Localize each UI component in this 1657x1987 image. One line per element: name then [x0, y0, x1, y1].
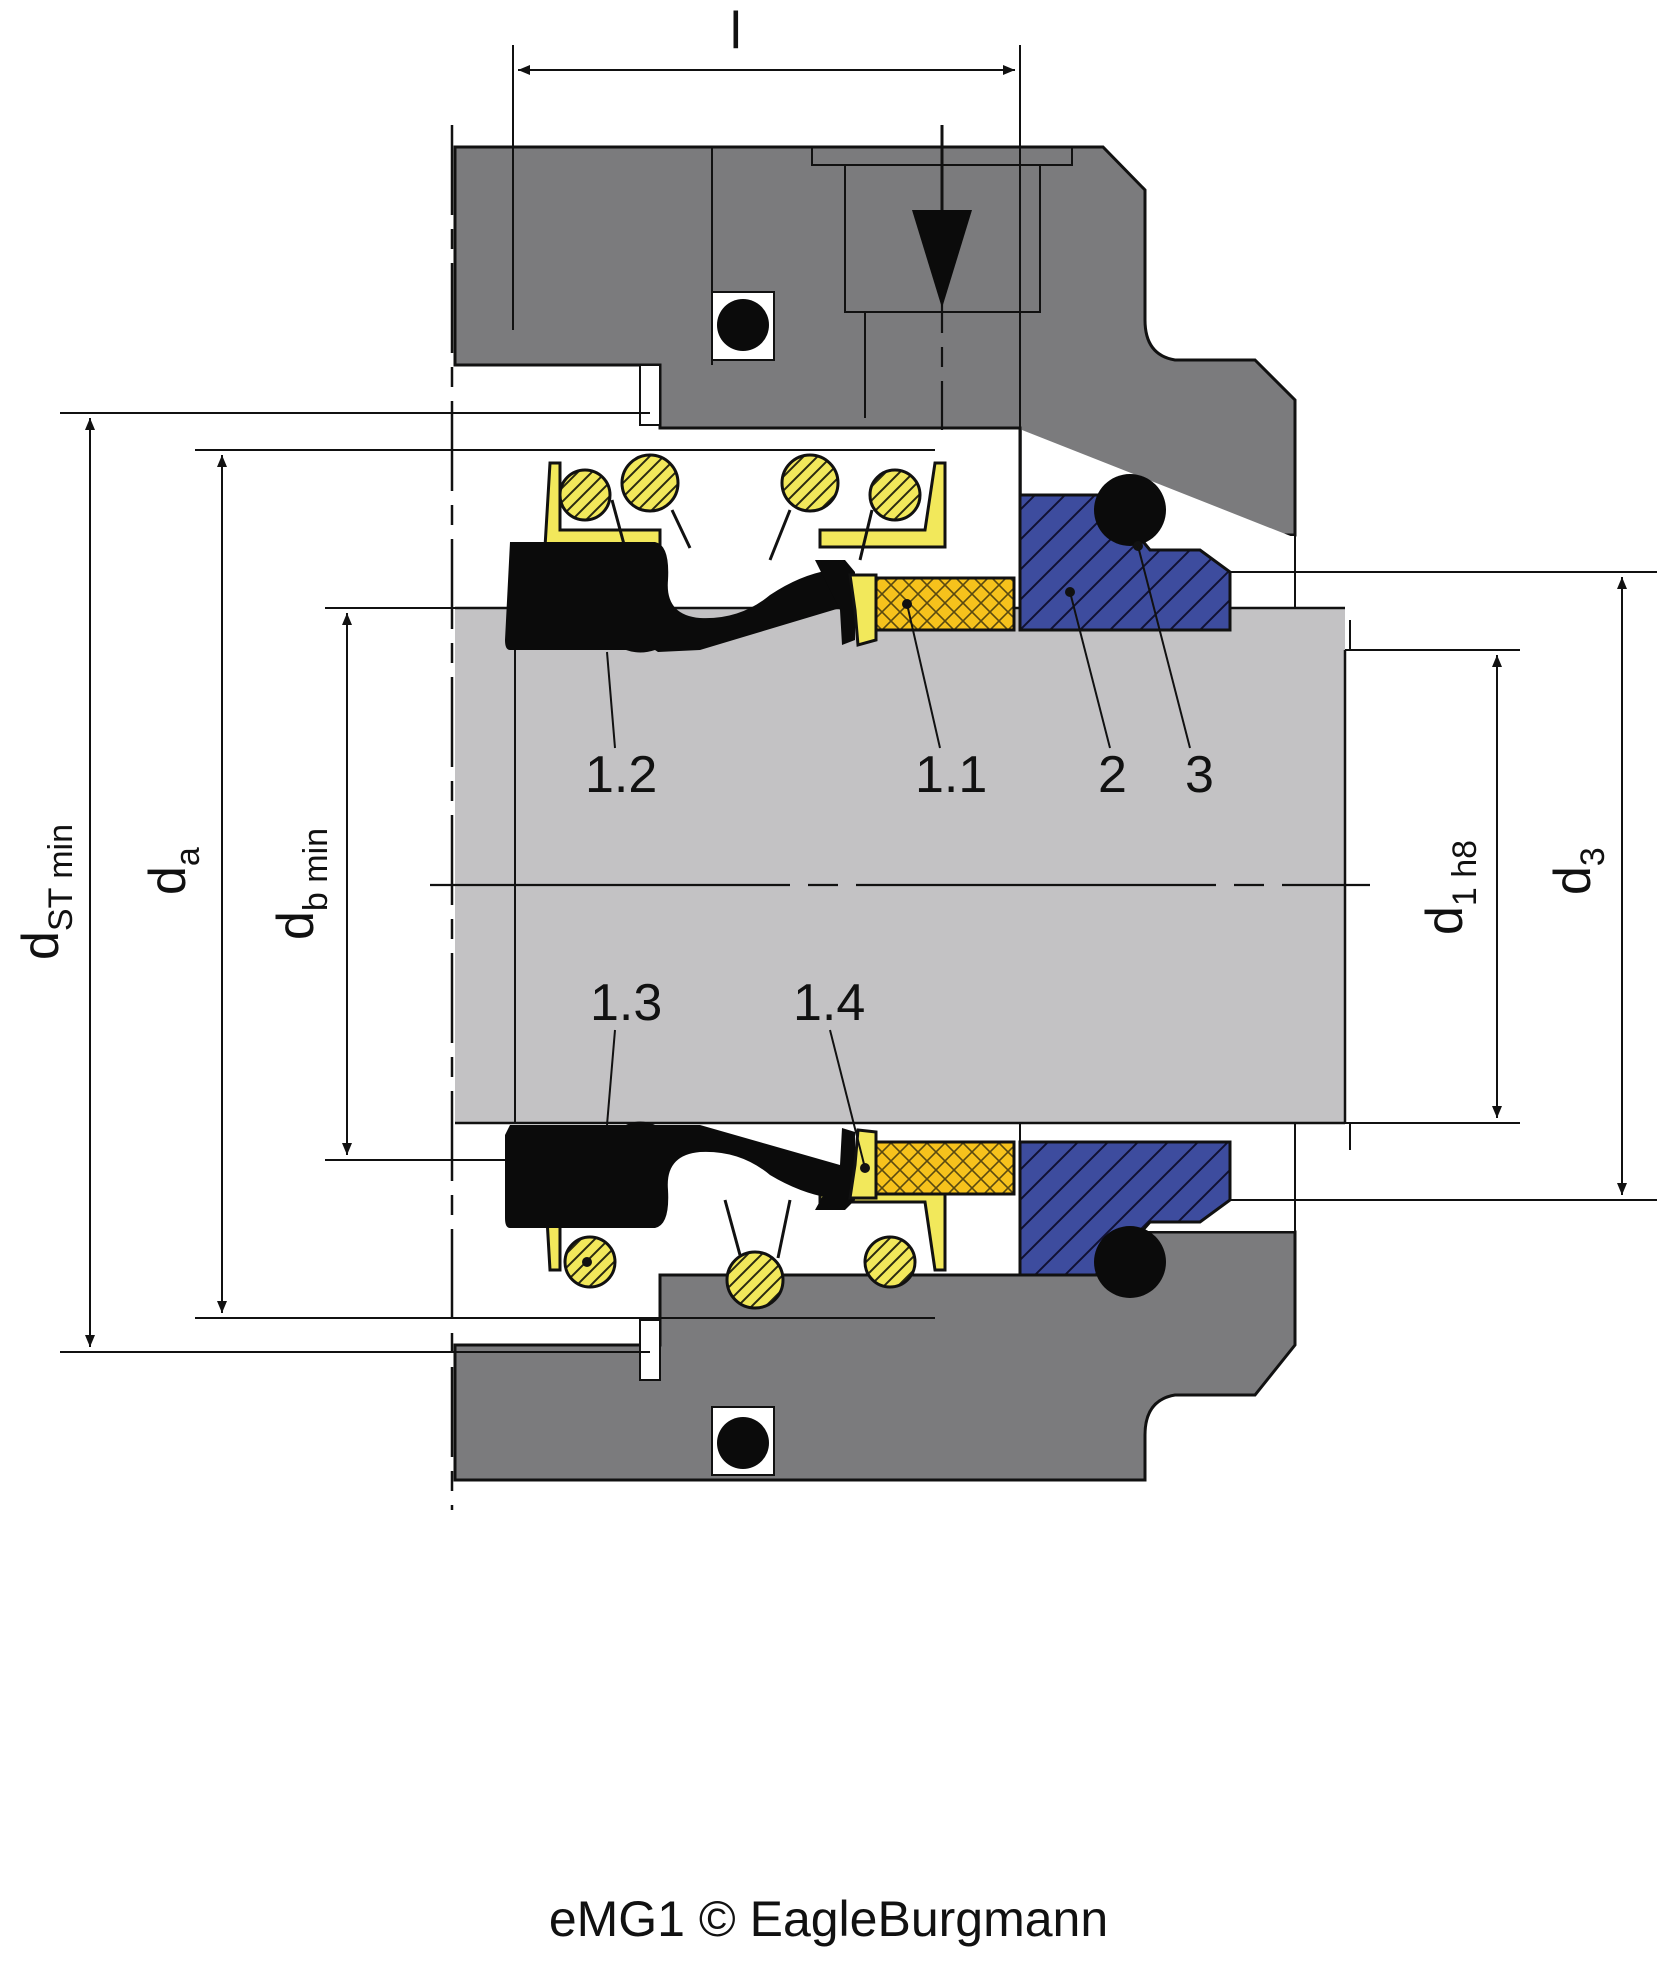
part-label-1-1: 1.1: [915, 746, 987, 804]
dim-label-length: l: [730, 2, 742, 60]
housing-oring-lower: [717, 1417, 769, 1469]
leader-lines: [606, 545, 1191, 1169]
spring-coil: [725, 1250, 785, 1310]
spring-coil: [558, 468, 612, 522]
spring-retainer-right-upper: [818, 461, 947, 549]
part-label-1-4: 1.4: [793, 974, 865, 1032]
shaft: [455, 608, 1345, 1123]
dim-label-d-3: d3: [1544, 847, 1612, 895]
dim-label-d-1-h8: d1 h8: [1416, 840, 1484, 935]
housing-upper: [453, 145, 1297, 537]
part-label-2: 2: [1098, 746, 1127, 804]
spring-coil: [868, 468, 922, 522]
seat-oring-lower: [1094, 1226, 1166, 1298]
dim-label-d-b-min: db min: [267, 828, 335, 940]
dim-label-d-st-min: dST min: [12, 824, 80, 960]
part-label-3: 3: [1185, 746, 1214, 804]
bellows-upper: [505, 542, 840, 653]
figure-caption: eMG1 © EagleBurgmann: [548, 1891, 1109, 1947]
face-carrier-upper: [848, 573, 878, 647]
dim-label-d-a: da: [139, 847, 207, 895]
seal-lower: [505, 1121, 1232, 1310]
flow-direction-arrow: [912, 125, 972, 430]
seat-oring-upper: [1094, 474, 1166, 546]
seal-face-lower: [874, 1140, 1016, 1196]
seal-face-upper: [874, 576, 1016, 632]
housing-oring-upper: [717, 299, 769, 351]
seal-upper: [505, 453, 1232, 653]
part-label-1-3: 1.3: [590, 974, 662, 1032]
bellows-lower: [505, 1121, 840, 1228]
part-label-1-2: 1.2: [585, 746, 657, 804]
spring-coil: [780, 453, 840, 513]
spring-coil: [620, 453, 680, 513]
dimension-lines: [60, 45, 1657, 1353]
spring-coil: [863, 1235, 917, 1289]
